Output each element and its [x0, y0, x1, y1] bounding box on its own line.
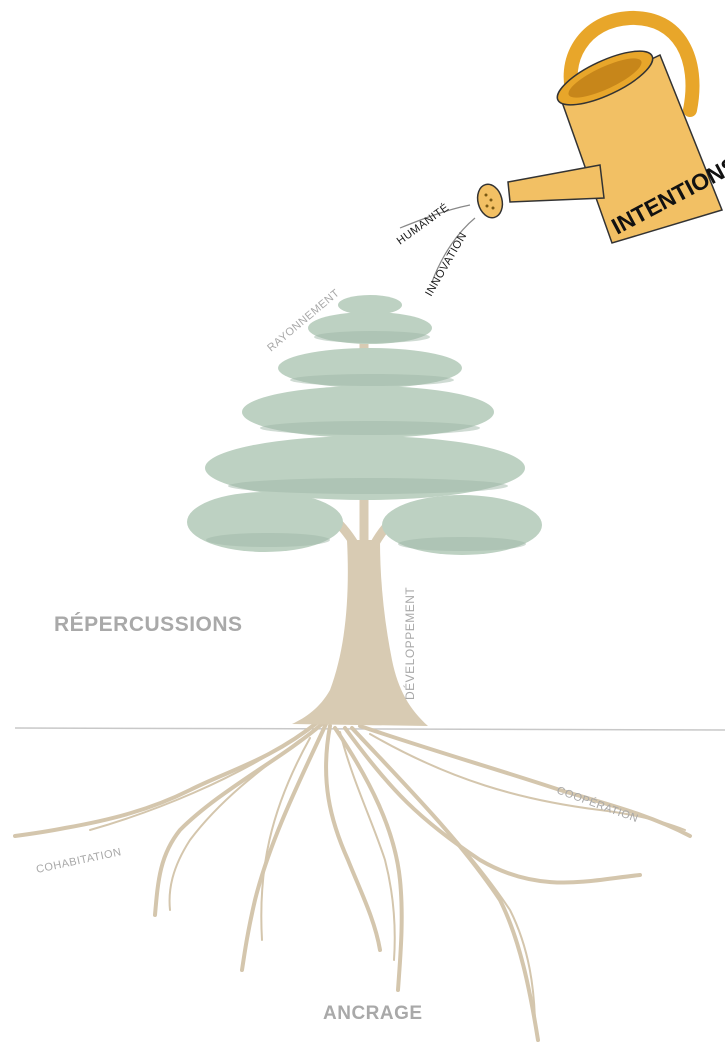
label-innovation: INNOVATION — [423, 230, 469, 298]
label-ancrage: ANCRAGE — [323, 1003, 423, 1024]
label-humanite: HUMANITÉ — [394, 201, 451, 248]
tree-icon — [187, 295, 542, 555]
water-stream — [399, 204, 476, 283]
label-developpement: DÉVELOPPEMENT — [402, 587, 417, 700]
watering-can-icon — [476, 10, 724, 244]
trunk — [292, 540, 428, 726]
label-cohabitation: COHABITATION — [35, 846, 122, 876]
label-repercussions: RÉPERCUSSIONS — [54, 613, 243, 636]
roots-thin — [89, 731, 686, 1021]
